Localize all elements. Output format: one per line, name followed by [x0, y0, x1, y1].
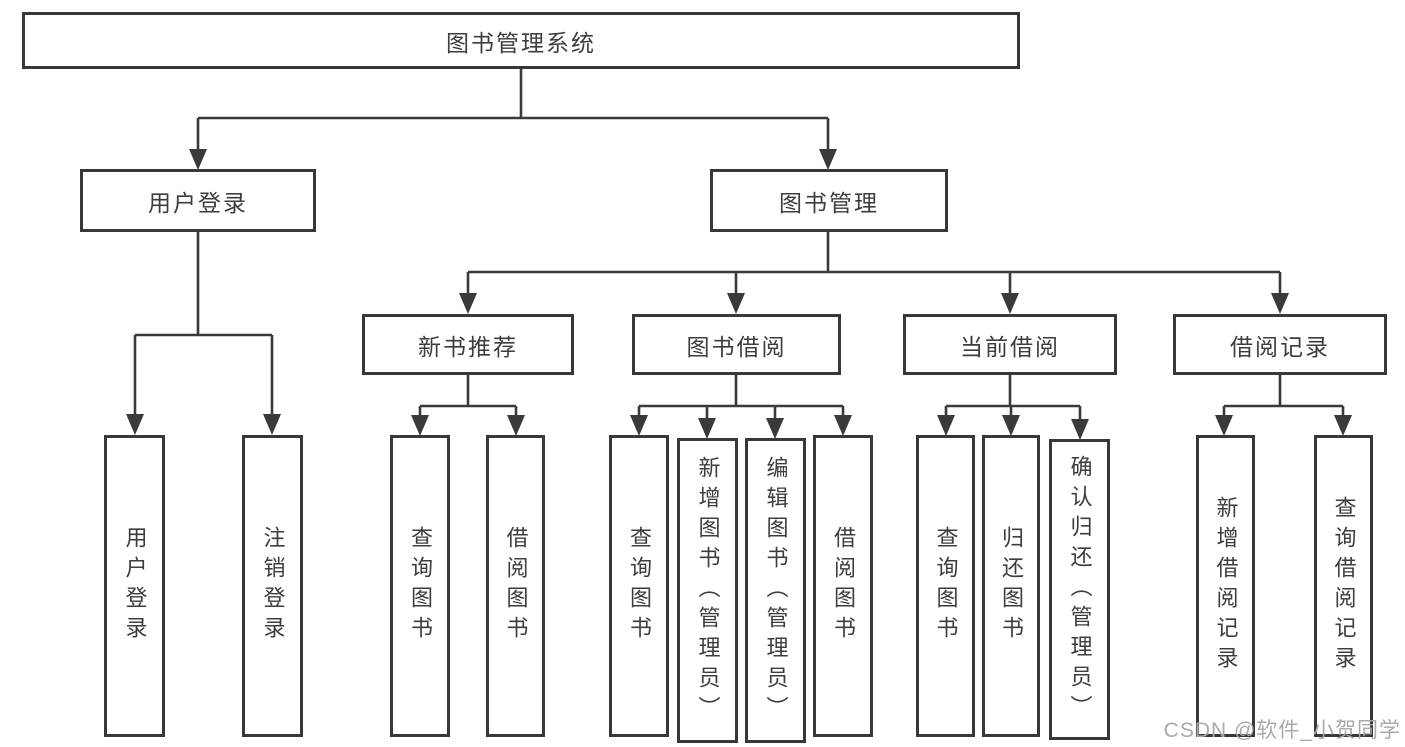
- node-label: 借阅记录: [1230, 333, 1330, 360]
- arrowhead: [766, 418, 784, 439]
- leaf-search-books-2: 查询图书: [609, 435, 669, 737]
- node-label: 查询图书: [408, 526, 433, 646]
- node-label: 图书管理系统: [446, 29, 596, 56]
- node-label: 归还图书: [999, 526, 1024, 646]
- leaf-search-books-3: 查询图书: [916, 435, 975, 737]
- node-current-borrowing: 当前借阅: [903, 314, 1117, 375]
- leaf-search-borrow-record: 查询借阅记录: [1314, 435, 1373, 737]
- arrowhead: [630, 415, 648, 436]
- node-label: 查询图书: [933, 526, 959, 646]
- node-label: 用户登录: [148, 189, 248, 216]
- node-label: 借阅图书: [503, 526, 529, 646]
- node-label: 编辑图书（管理员）: [763, 455, 789, 726]
- node-label: 确认归还（管理员）: [1067, 454, 1093, 725]
- leaf-edit-books-admin: 编辑图书（管理员）: [745, 438, 806, 743]
- leaf-search-books-1: 查询图书: [390, 435, 450, 737]
- node-label: 查询借阅记录: [1331, 496, 1357, 676]
- arrowhead: [1002, 415, 1020, 436]
- node-label: 图书管理: [779, 189, 879, 216]
- node-borrow-records: 借阅记录: [1173, 314, 1387, 375]
- leaf-confirm-return-admin: 确认归还（管理员）: [1049, 439, 1110, 740]
- arrowhead: [189, 149, 207, 170]
- node-library-system: 图书管理系统: [22, 12, 1020, 69]
- arrowhead: [937, 415, 955, 436]
- arrowhead: [126, 414, 144, 435]
- arrowhead: [1215, 415, 1233, 436]
- node-label: 用户登录: [122, 526, 148, 646]
- arrowhead: [819, 149, 837, 170]
- node-label: 新书推荐: [418, 333, 518, 360]
- leaf-add-books-admin: 新增图书（管理员）: [677, 438, 738, 743]
- arrowhead: [698, 418, 716, 439]
- csdn-watermark: CSDN @软件_小贺同学: [1163, 719, 1401, 742]
- arrowhead: [727, 293, 745, 314]
- node-label: 借阅图书: [831, 526, 856, 646]
- leaf-borrow-books-2: 借阅图书: [813, 435, 873, 737]
- arrowhead: [1271, 293, 1289, 314]
- node-book-borrowing: 图书借阅: [632, 314, 841, 375]
- node-label: 图书借阅: [686, 333, 787, 360]
- node-new-book-recommend: 新书推荐: [362, 314, 574, 375]
- node-label: 当前借阅: [960, 333, 1060, 360]
- node-label: 查询图书: [627, 526, 652, 646]
- arrowhead: [459, 293, 477, 314]
- node-book-management: 图书管理: [710, 169, 948, 232]
- leaf-return-books: 归还图书: [982, 435, 1040, 737]
- node-label: 新增借阅记录: [1213, 496, 1239, 676]
- node-label: 新增图书（管理员）: [695, 455, 721, 726]
- leaf-user-login: 用户登录: [104, 435, 165, 737]
- node-label: 注销登录: [260, 526, 286, 646]
- arrowhead: [1071, 419, 1089, 440]
- arrowhead: [507, 415, 525, 436]
- arrowhead: [263, 414, 281, 435]
- leaf-borrow-books-1: 借阅图书: [486, 435, 545, 737]
- node-user-login: 用户登录: [80, 169, 316, 232]
- leaf-logout: 注销登录: [242, 435, 303, 737]
- arrowhead: [411, 415, 429, 436]
- arrowhead: [834, 415, 852, 436]
- arrowhead: [1001, 293, 1019, 314]
- arrowhead: [1334, 415, 1352, 436]
- leaf-add-borrow-record: 新增借阅记录: [1196, 435, 1255, 737]
